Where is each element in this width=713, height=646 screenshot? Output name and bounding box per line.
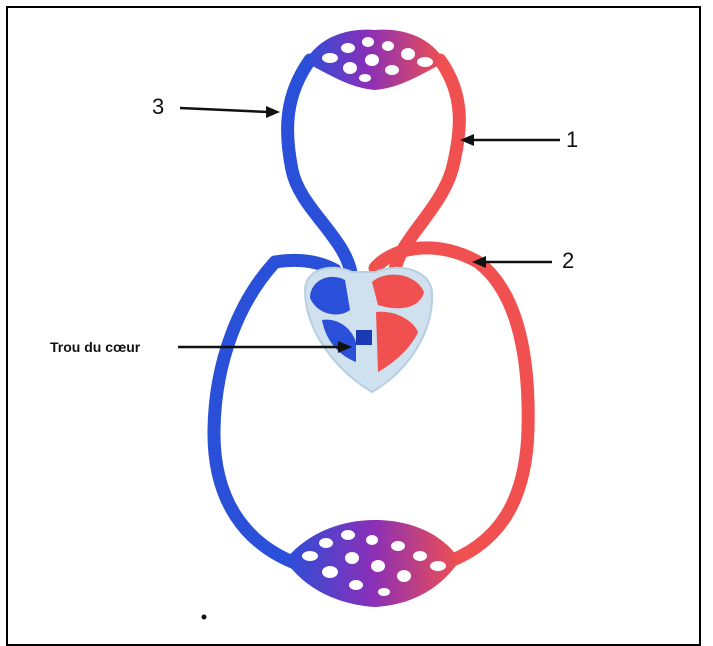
arrow-1 (460, 134, 560, 146)
arrow-2 (472, 256, 552, 268)
septum-hole (356, 330, 372, 345)
stray-dot (202, 615, 207, 620)
pulmonary-artery-vessel (288, 60, 352, 280)
label-hole: Trou du cœur (50, 339, 141, 355)
body-capillary-network (285, 520, 460, 607)
label-3: 3 (152, 94, 164, 119)
pulmonary-vein-vessel (395, 60, 459, 270)
vena-cava-vessel (214, 262, 300, 565)
circulation-diagram: 3 1 2 Trou du cœur (0, 0, 713, 630)
label-2: 2 (562, 248, 574, 273)
lung-capillary-network (305, 30, 445, 90)
heart (305, 268, 432, 392)
label-1: 1 (566, 127, 578, 152)
arrow-3 (180, 106, 280, 118)
